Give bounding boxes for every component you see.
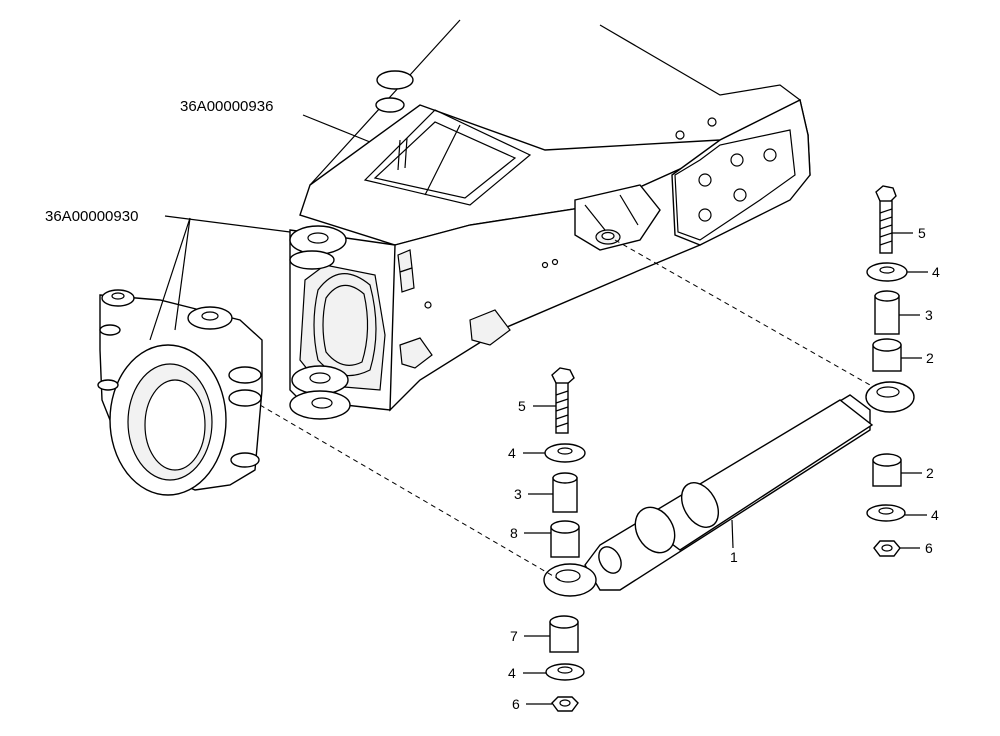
label-spacer-left: 3 [514, 486, 522, 502]
label-bushing-right-upper: 2 [926, 350, 934, 366]
axle-mount-bracket [97, 289, 263, 496]
label-washer-left-lower: 4 [508, 665, 516, 681]
label-bolt-left: 5 [518, 398, 526, 414]
assembly-line-lower [259, 404, 561, 581]
label-washer-right-upper: 4 [932, 264, 940, 280]
callout-frame: 36A00000936 [180, 98, 273, 115]
hardware-left [544, 367, 586, 712]
hardware-right [866, 185, 908, 557]
label-washer-left-upper: 4 [508, 445, 516, 461]
label-washer-right-lower: 4 [931, 507, 939, 523]
label-nut-left: 6 [512, 696, 520, 712]
callout-axle-mount: 36A00000930 [45, 208, 138, 225]
articulated-frame [289, 19, 811, 420]
label-spacer-left-lower: 7 [510, 628, 518, 644]
label-nut-right: 6 [925, 540, 933, 556]
hydraulic-cylinder [543, 381, 915, 597]
label-cylinder: 1 [730, 549, 738, 565]
assembly-line-upper [614, 239, 871, 386]
label-bushing-right-lower: 2 [926, 465, 934, 481]
label-bushing-left: 8 [510, 525, 518, 541]
label-spacer-right: 3 [925, 307, 933, 323]
leader-lines [149, 114, 928, 705]
label-bolt-right: 5 [918, 225, 926, 241]
